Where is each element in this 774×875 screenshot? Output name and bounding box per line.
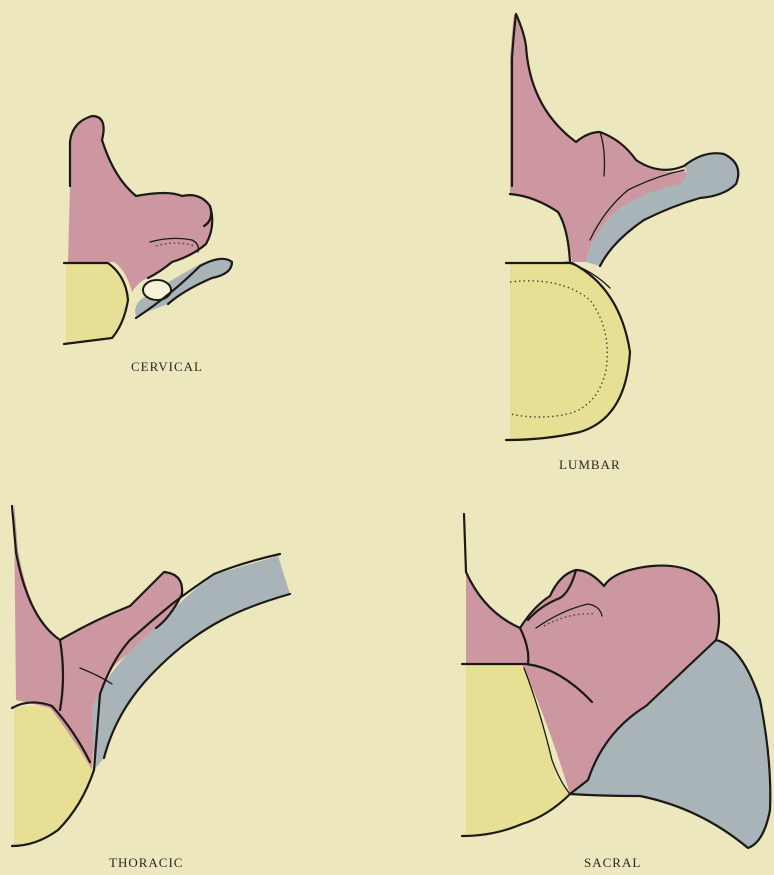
sacral-vertebra	[462, 514, 770, 848]
thoracic-vertebra	[12, 502, 290, 846]
cervical-vertebra	[64, 116, 232, 344]
sacral-label: SACRAL	[584, 855, 641, 871]
cervical-label: CERVICAL	[131, 359, 203, 375]
cervical-transverse-foramen	[143, 280, 171, 300]
lumbar-vertebra	[506, 14, 738, 440]
thoracic-rib	[92, 556, 290, 770]
thoracic-label: THORACIC	[109, 855, 183, 871]
lumbar-label: LUMBAR	[559, 457, 621, 473]
